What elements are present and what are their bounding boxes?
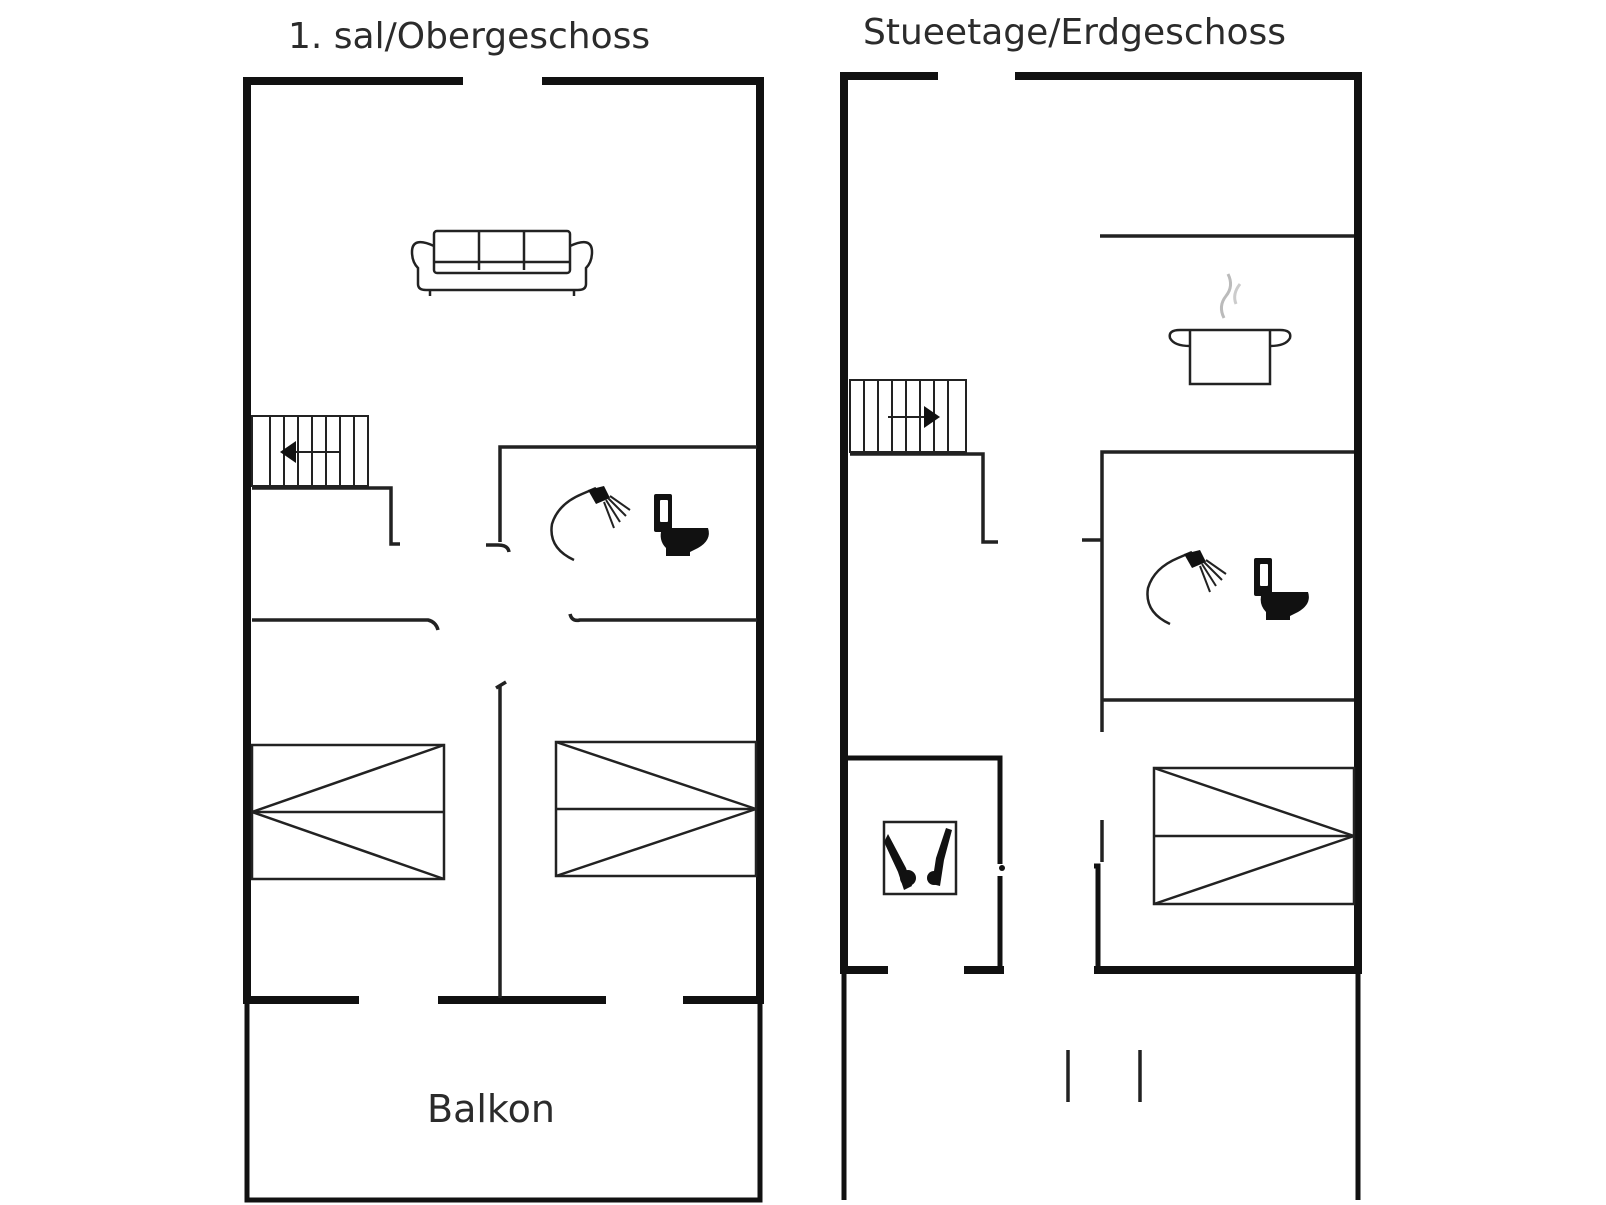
upper-bathroom-wall <box>498 445 757 542</box>
washing-machine-icon <box>882 820 958 896</box>
upper-floor-title: 1. sal/Obergeschoss <box>288 16 650 57</box>
upper-corridor-wall-right <box>568 613 757 623</box>
upper-corridor-wall-left <box>252 618 440 631</box>
upper-floor: Balkon <box>243 77 764 1203</box>
ground-floor-title: Stueetage/Erdgeschoss <box>863 12 1286 53</box>
bed-icon <box>554 740 758 878</box>
sofa-icon <box>410 229 594 296</box>
staircase-icon <box>849 379 967 453</box>
upper-bathroom-door-jamb <box>486 543 511 553</box>
shower-icon <box>1146 550 1227 626</box>
upper-door-tick <box>495 680 507 690</box>
toilet-icon <box>1254 558 1309 620</box>
staircase-icon <box>251 415 369 487</box>
bed-icon <box>1152 766 1356 906</box>
ground-bathroom-wall-top <box>1100 450 1354 540</box>
shower-icon <box>550 486 631 562</box>
balcony-label: Balkon <box>427 1087 555 1131</box>
toilet-icon <box>654 494 709 556</box>
balcony-outline <box>244 1000 763 1203</box>
upper-stair-wall <box>252 486 400 546</box>
ground-stair-wall <box>850 452 998 544</box>
utility-room-wall <box>844 755 1003 864</box>
ground-floor <box>840 72 1362 1200</box>
utility-door-tick <box>999 865 1005 871</box>
ground-bedroom-wall-lower <box>1094 863 1101 970</box>
cooking-pot-icon <box>1168 273 1292 386</box>
bed-icon <box>250 743 446 881</box>
